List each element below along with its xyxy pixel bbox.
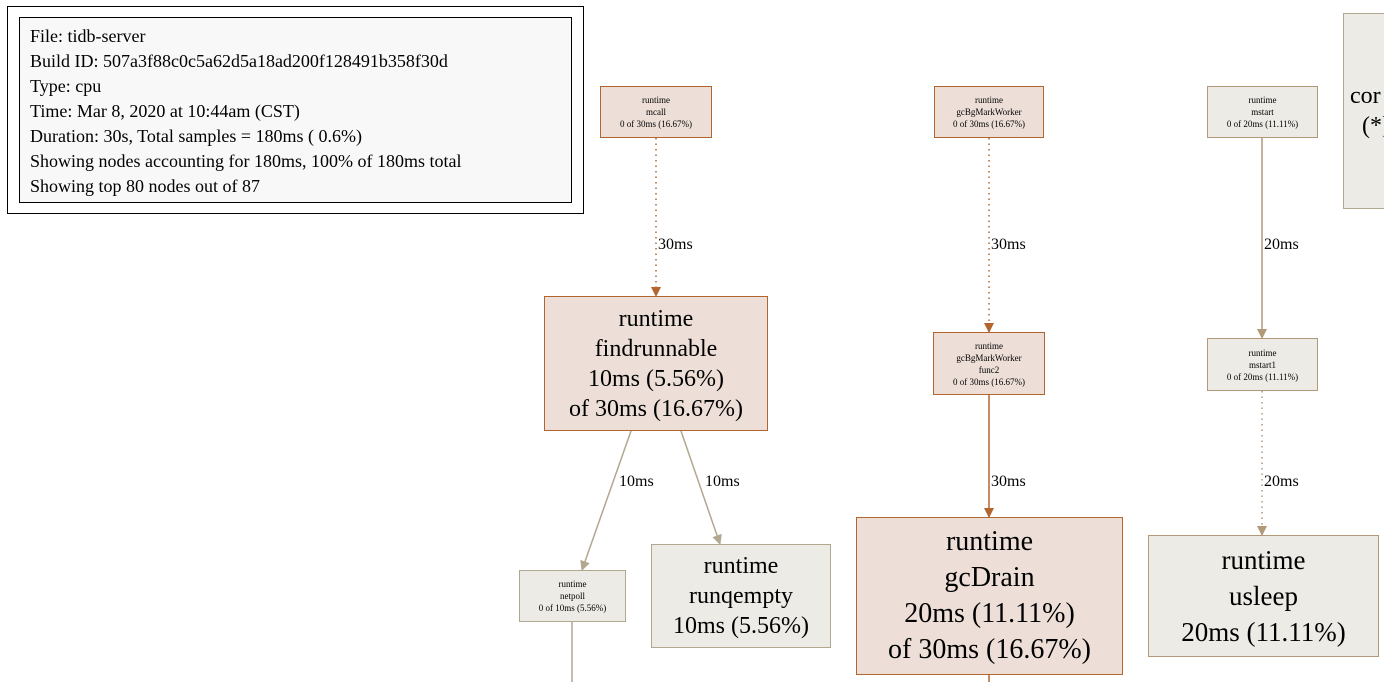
node-package: runtime [1221, 545, 1306, 575]
node-cum: of 30ms (16.67%) [888, 634, 1091, 665]
node-package: runtime [945, 526, 1034, 557]
node-cum: of 30ms (16.67%) [569, 395, 743, 422]
profile-legend-box: File: tidb-server Build ID: 507a3f88c0c5… [19, 17, 572, 203]
legend-type: Type: cpu [30, 76, 102, 96]
node-function: netpoll [560, 591, 585, 601]
edge-label-func2-gcdrain: 30ms [991, 473, 1026, 490]
edge-label-gcbgmarkworker-func2: 30ms [991, 236, 1026, 253]
node-runtime-mstart1[interactable]: runtime mstart1 0 of 20ms (11.11%) [1207, 338, 1318, 391]
node-function: gcBgMarkWorker [956, 352, 1022, 363]
node-package: runtime [618, 305, 694, 332]
edge-label-findrunnable-netpoll: 10ms [619, 473, 654, 490]
node-package: runtime [558, 579, 587, 589]
node-function: usleep [1229, 581, 1298, 611]
node-runtime-netpoll[interactable]: runtime netpoll 0 of 10ms (5.56%) [519, 570, 626, 622]
edge-label-mstart1-usleep: 20ms [1264, 473, 1299, 490]
legend-showing-nodes: Showing nodes accounting for 180ms, 100%… [30, 151, 462, 171]
node-package: runtime [975, 95, 1003, 105]
node-runtime-gcbgmarkworker[interactable]: runtime gcBgMarkWorker 0 of 30ms (16.67%… [934, 86, 1044, 138]
edge-label-findrunnable-runqempty: 10ms [705, 473, 740, 490]
node-flat: 20ms (11.11%) [904, 598, 1075, 629]
legend-build-id: Build ID: 507a3f88c0c5a62d5a18ad200f1284… [30, 51, 448, 71]
node-runtime-gcdrain[interactable]: runtime gcDrain 20ms (11.11%) of 30ms (1… [856, 517, 1123, 675]
node-package: cor [1350, 83, 1381, 109]
legend-showing-top: Showing top 80 nodes out of 87 [30, 176, 261, 196]
node-flat: 20ms (11.11%) [1181, 617, 1346, 647]
node-runtime-runqempty[interactable]: runtime runqempty 10ms (5.56%) [651, 544, 831, 648]
node-flat: 10ms (5.56%) [673, 613, 809, 639]
profile-legend: File: tidb-server Build ID: 507a3f88c0c5… [7, 6, 584, 214]
edge-findrunnable-netpoll[interactable] [580, 430, 632, 571]
node-samples: 0 of 30ms (16.67%) [620, 119, 692, 129]
node-function-suffix: func2 [978, 364, 1000, 375]
node-function: runqempty [689, 583, 793, 609]
node-samples: 0 of 30ms (16.67%) [953, 119, 1025, 129]
node-function: mcall [646, 107, 666, 117]
node-function: findrunnable [594, 335, 718, 362]
node-samples: 0 of 20ms (11.11%) [1226, 371, 1299, 382]
legend-time: Time: Mar 8, 2020 at 10:44am (CST) [30, 101, 300, 121]
node-samples: 0 of 20ms (11.11%) [1226, 119, 1299, 129]
node-runtime-gcbgmarkworker-func2[interactable]: runtime gcBgMarkWorker func2 0 of 30ms (… [933, 332, 1045, 395]
node-function: gcDrain [944, 562, 1035, 593]
node-function: mstart1 [1249, 359, 1276, 370]
edge-findrunnable-runqempty[interactable] [680, 430, 722, 545]
node-package: runtime [975, 340, 1003, 351]
node-function: mstart [1251, 107, 1274, 117]
node-package: runtime [1248, 95, 1277, 105]
node-package: runtime [1248, 347, 1277, 358]
node-package: runtime [703, 553, 779, 579]
node-runtime-usleep[interactable]: runtime usleep 20ms (11.11%) [1148, 535, 1379, 657]
node-function: gcBgMarkWorker [956, 107, 1022, 117]
node-samples: 0 of 10ms (5.56%) [538, 603, 607, 613]
node-function: (*] [1362, 113, 1384, 139]
node-runtime-mstart[interactable]: runtime mstart 0 of 20ms (11.11%) [1207, 86, 1318, 138]
node-flat: 10ms (5.56%) [588, 365, 724, 392]
edge-label-mstart-mstart1: 20ms [1264, 236, 1299, 253]
legend-duration: Duration: 30s, Total samples = 180ms ( 0… [30, 126, 363, 146]
edge-label-mcall-findrunnable: 30ms [658, 236, 693, 253]
legend-file: File: tidb-server [30, 26, 146, 46]
node-package: runtime [642, 95, 670, 105]
node-runtime-mcall[interactable]: runtime mcall 0 of 30ms (16.67%) [600, 86, 712, 138]
node-runtime-findrunnable[interactable]: runtime findrunnable 10ms (5.56%) of 30m… [544, 296, 768, 431]
node-partial-offscreen[interactable]: cor (*] [1343, 13, 1384, 209]
node-samples: 0 of 30ms (16.67%) [953, 376, 1025, 387]
